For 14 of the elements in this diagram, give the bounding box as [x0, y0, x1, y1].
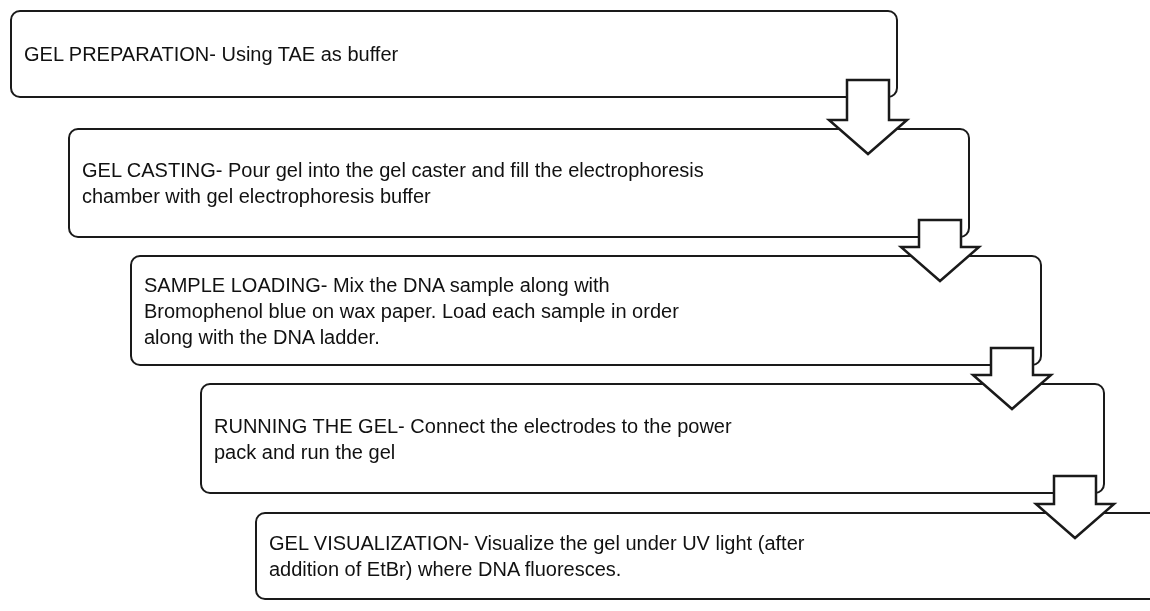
- block-arrow: [969, 346, 1055, 411]
- step-text: GEL PREPARATION- Using TAE as buffer: [24, 42, 399, 67]
- block-arrow: [1032, 474, 1118, 540]
- process-box: [255, 512, 1150, 600]
- step-text: RUNNING THE GEL- Connect the electrodes to the power pack and run the gel: [214, 413, 733, 465]
- process-box: [130, 255, 1042, 366]
- block-arrow: [897, 218, 983, 283]
- process-box: [10, 10, 898, 98]
- step-text: GEL CASTING- Pour gel into the gel caster and fill the electrophoresis chamber with gel electrophoresis buffer: [82, 158, 705, 209]
- step-text: SAMPLE LOADING- Mix the DNA sample along with Bromophenol blue on wax paper. Load each sample in order along with the DNA ladder.: [144, 272, 680, 350]
- process-box: [200, 383, 1105, 494]
- process-box: [68, 128, 970, 238]
- step-text: GEL VISUALIZATION- Visualize the gel under UV light (after addition of EtBr) where DNA fluoresces.: [269, 531, 806, 582]
- block-arrow: [825, 78, 911, 156]
